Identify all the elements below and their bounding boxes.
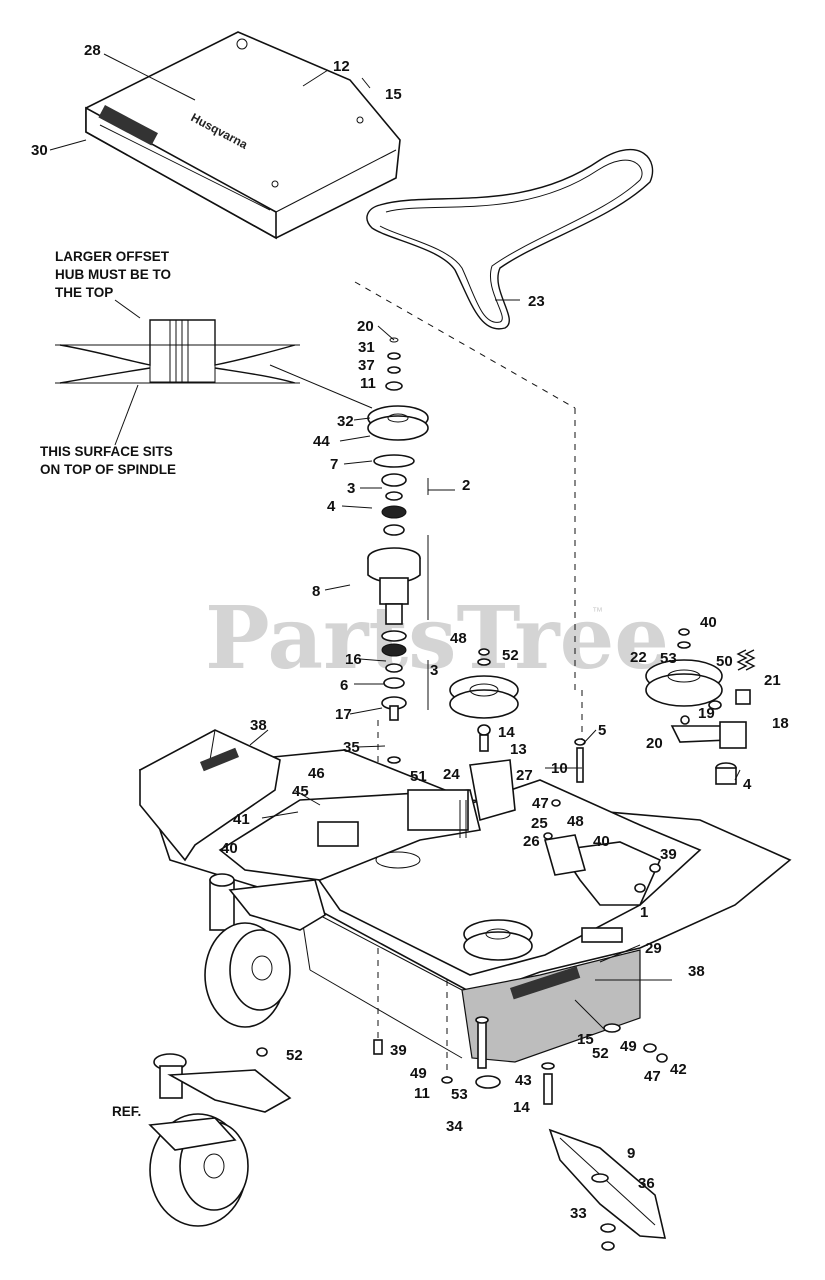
callout-label: 18 — [772, 715, 789, 732]
callout-label: 30 — [31, 142, 48, 159]
callout-label: 20 — [646, 735, 663, 752]
callout-label: 49 — [620, 1038, 637, 1055]
callout-label: 52 — [286, 1047, 303, 1064]
callout-label: 32 — [337, 413, 354, 430]
svg-text:THE TOP: THE TOP — [55, 285, 113, 300]
svg-text:LARGER OFFSET: LARGER OFFSET — [55, 249, 170, 264]
callout-label: 14 — [513, 1099, 530, 1116]
callout-label: 39 — [660, 846, 677, 863]
callout-label: 42 — [670, 1061, 687, 1078]
callout-label: 10 — [551, 760, 568, 777]
callout-label: 51 — [410, 768, 427, 785]
ref-label: REF. — [112, 1104, 141, 1119]
callout-label: 41 — [233, 811, 250, 828]
svg-text:ON TOP OF SPINDLE: ON TOP OF SPINDLE — [40, 462, 176, 477]
caster-wheel-front — [204, 873, 326, 1028]
callout-label: 20 — [357, 318, 374, 335]
callout-label: 16 — [345, 651, 362, 668]
callout-label: 6 — [340, 677, 348, 694]
drive-belt — [366, 148, 654, 330]
callout-label: 38 — [688, 963, 705, 980]
callout-label: 52 — [592, 1045, 609, 1062]
mower-blade — [548, 1128, 667, 1239]
callout-label: 2 — [462, 477, 470, 494]
callout-label: 24 — [443, 766, 460, 783]
callout-label: 11 — [360, 375, 376, 392]
callout-label: 47 — [644, 1068, 661, 1085]
spindle-assembly — [367, 337, 429, 1055]
callout-label: 22 — [630, 649, 647, 666]
callout-label: 26 — [523, 833, 540, 850]
callout-label: 50 — [716, 653, 733, 670]
callout-label: 4 — [327, 498, 336, 515]
belt-guard — [139, 729, 281, 862]
callout-label: 1 — [640, 904, 648, 921]
svg-text:THIS SURFACE SITS: THIS SURFACE SITS — [40, 444, 173, 459]
callout-label: 48 — [567, 813, 584, 830]
callout-label: 35 — [343, 739, 360, 756]
callout-label: 21 — [764, 672, 781, 689]
callout-label: 17 — [335, 706, 352, 723]
callout-label: 48 — [450, 630, 467, 647]
callout-label: 23 — [528, 293, 545, 310]
callout-label: 53 — [660, 650, 677, 667]
caster-wheel-ref — [148, 1053, 292, 1227]
callout-label: 29 — [645, 940, 662, 957]
callout-label: 15 — [577, 1031, 594, 1048]
callout-label: 15 — [385, 86, 402, 103]
callout-label: 7 — [330, 456, 338, 473]
callout-label: 13 — [510, 741, 527, 758]
callout-label: 49 — [410, 1065, 427, 1082]
callout-label: 53 — [451, 1086, 468, 1103]
callout-label: 46 — [308, 765, 325, 782]
watermark-text: PartsTree — [205, 588, 669, 689]
callout-label: 14 — [498, 724, 515, 741]
callout-label: 45 — [292, 783, 309, 800]
callout-label: 9 — [627, 1145, 635, 1162]
callout-label: 47 — [532, 795, 549, 812]
callout-label: 3 — [430, 662, 438, 679]
callout-label: 39 — [390, 1042, 407, 1059]
leader-lines — [49, 53, 741, 1031]
callout-label: 40 — [700, 614, 717, 631]
watermark-trademark: ™ — [592, 606, 603, 618]
callout-label: 37 — [358, 357, 375, 374]
svg-text:HUB MUST BE TO: HUB MUST BE TO — [55, 267, 171, 282]
small-hardware — [256, 738, 668, 1251]
callout-label: 25 — [531, 815, 548, 832]
callout-label: 28 — [84, 42, 101, 59]
callout-label: 44 — [313, 433, 330, 450]
deck-bracket-left — [218, 789, 481, 881]
callout-label: 27 — [516, 767, 533, 784]
callout-label: 34 — [446, 1118, 463, 1135]
callout-label: 5 — [598, 722, 606, 739]
idler-pulley-center — [449, 648, 519, 752]
callout-label: 19 — [698, 705, 715, 722]
deck-cover: Husqvarna — [85, 31, 401, 240]
callout-label: 36 — [638, 1175, 655, 1192]
callout-label: 12 — [333, 58, 350, 75]
idler-assembly-right — [645, 628, 756, 785]
callout-label: 33 — [570, 1205, 587, 1222]
callout-label: 38 — [250, 717, 267, 734]
callout-numbers: 28 12 15 30 23 20 31 37 11 32 44 7 2 3 4… — [31, 42, 789, 1222]
note-spindle-surface: THIS SURFACE SITS ON TOP OF SPINDLE — [40, 444, 176, 477]
callout-label: 11 — [414, 1085, 430, 1102]
callout-label: 31 — [358, 339, 375, 356]
callout-label: 43 — [515, 1072, 532, 1089]
callout-label: 3 — [347, 480, 355, 497]
callout-label: 4 — [743, 776, 752, 793]
callout-label: 52 — [502, 647, 519, 664]
callout-label: 8 — [312, 583, 320, 600]
note-offset-hub: LARGER OFFSET HUB MUST BE TO THE TOP — [55, 249, 171, 300]
callout-label: 40 — [221, 840, 238, 857]
callout-label: 40 — [593, 833, 610, 850]
hub-detail-inset — [55, 299, 373, 446]
